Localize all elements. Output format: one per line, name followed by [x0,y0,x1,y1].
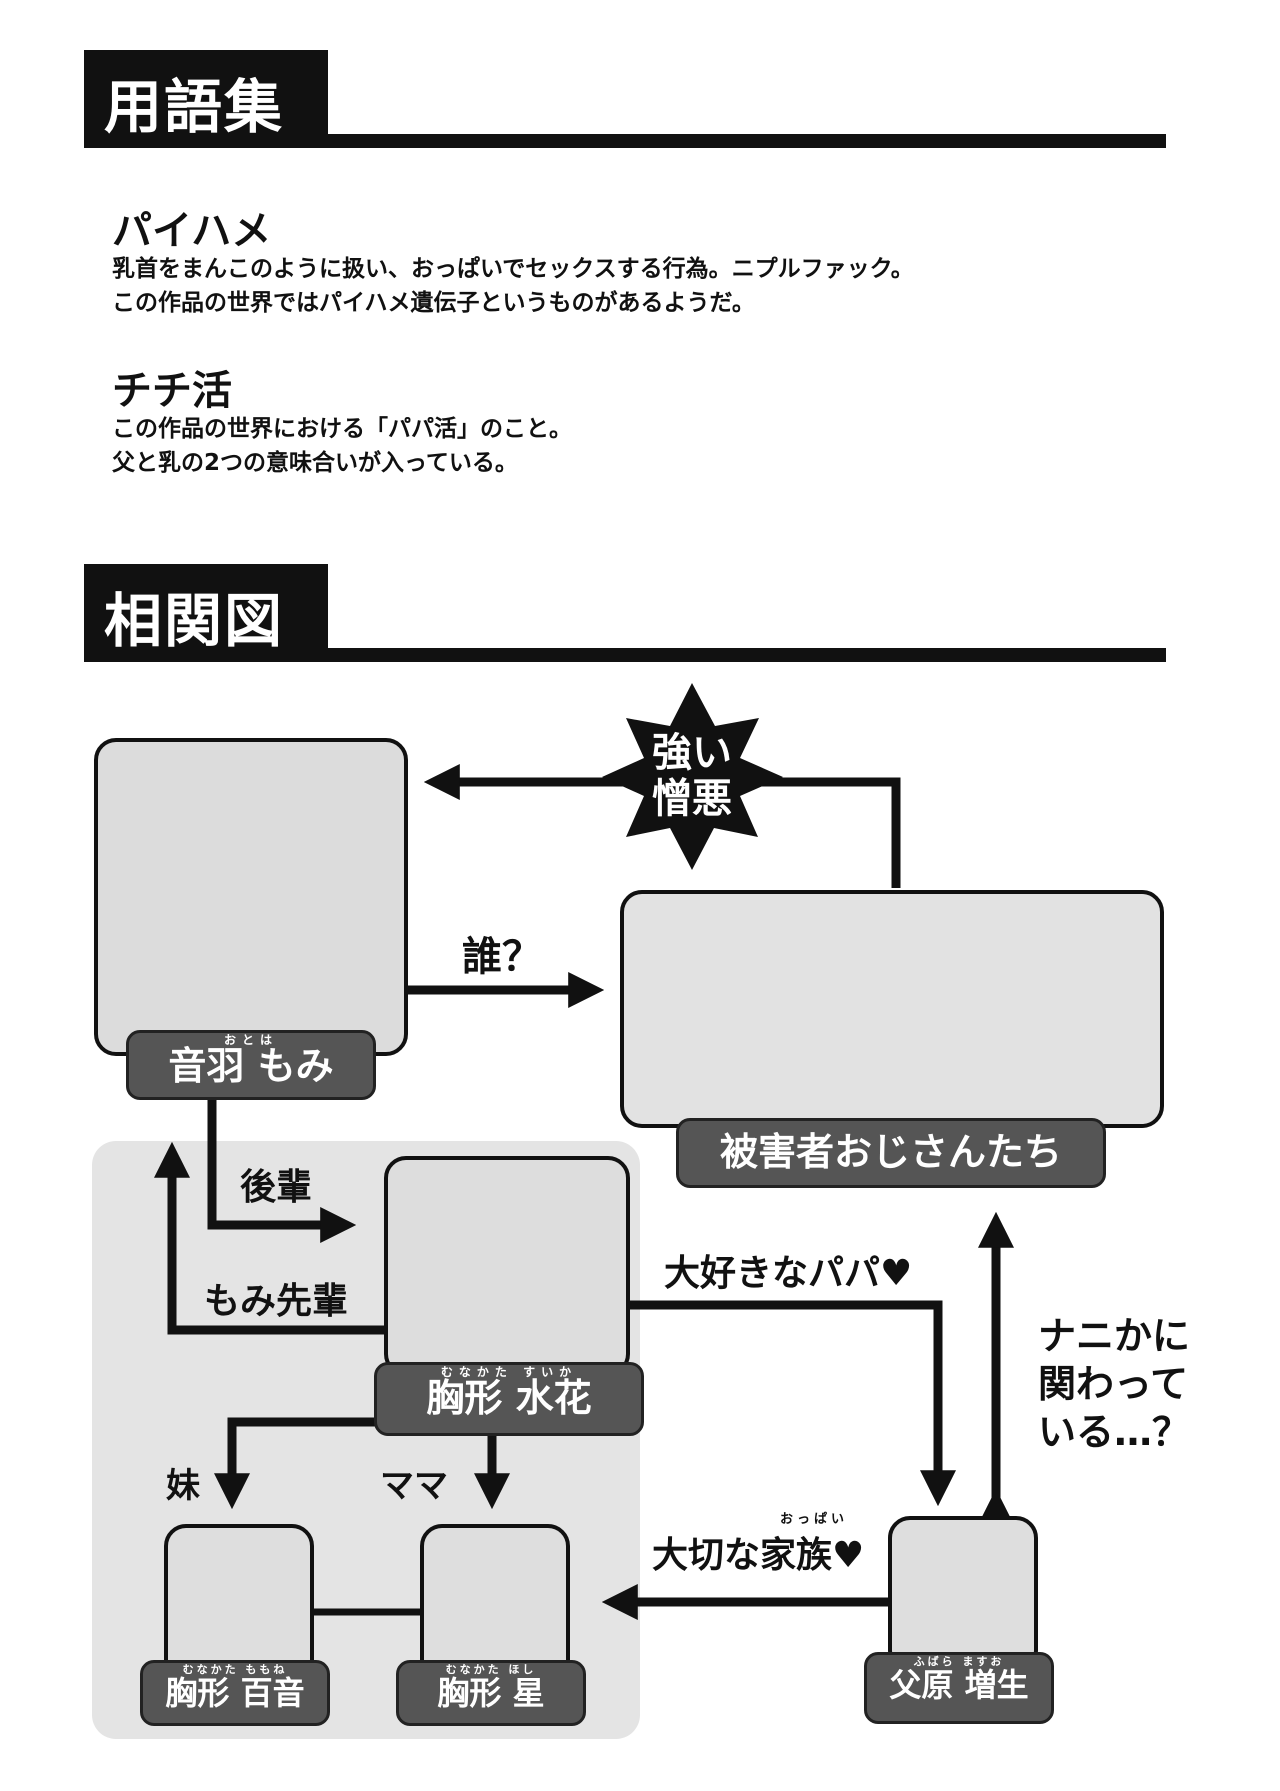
burst-line: 強い [652,730,732,776]
portrait-suika [384,1156,630,1376]
momi-ruby: おとは [223,1033,278,1047]
term-chichikatsu-desc: この作品の世界における「パパ活」のこと。 父と乳の2つの意味合いが入っている。 [112,412,572,480]
glossary-title-box: 用語集 [84,50,328,148]
portrait-hoshi [420,1524,570,1682]
chart-rule [84,648,1166,662]
suika-ruby: むなかた すいか [440,1365,578,1379]
label-momone: むなかた ももね 胸形 百音 [140,1660,330,1726]
desc-line: 父と乳の2つの意味合いが入っている。 [112,450,518,476]
portrait-ojisans [620,890,1164,1128]
chichihara-name: 父原 増生 [889,1666,1029,1704]
hoshi-ruby: むなかた ほし [445,1663,537,1676]
rel-senpai: もみ先輩 [204,1281,349,1322]
chichihara-ruby: ふばら ますお [913,1655,1005,1668]
rel-mama: ママ [380,1466,448,1506]
burst-text: 強い 憎悪 [640,730,744,822]
chart-title-box: 相関図 [84,564,328,662]
label-chichihara: ふばら ますお 父原 増生 [864,1652,1054,1724]
arrow-papa [622,1300,956,1507]
nanika-line: 関わって [1038,1362,1189,1406]
portrait-chichihara [888,1516,1038,1672]
rel-imouto: 妹 [166,1466,200,1506]
rel-kazoku-ruby: おっぱい [780,1512,849,1527]
desc-line: この作品の世界ではパイハメ遺伝子というものがあるようだ。 [112,290,755,316]
term-chichikatsu: チチ活 [112,368,232,414]
rel-kazoku: 大切な家族♥ [652,1535,865,1576]
burst-line: 憎悪 [652,776,732,822]
rel-papa: 大好きなパパ♥ [664,1253,913,1294]
arrow-senpai [154,1141,388,1335]
nanika-line: いる…？ [1038,1410,1191,1454]
momi-name: 音羽 もみ [168,1044,334,1088]
glossary-rule [84,134,1166,148]
rel-kouhai: 後輩 [240,1167,313,1208]
arrow-hatred [423,764,901,888]
suika-name: 胸形 水花 [426,1376,592,1420]
term-paihame-desc: 乳首をまんこのように扱い、おっぱいでセックスする行為。ニプルファック。 この作品… [112,252,914,320]
ojisans-name: 被害者おじさんたち [719,1130,1062,1174]
rel-nanika: ナニかに 関わって いる…？ [1038,1312,1190,1456]
rel-who: 誰？ [462,934,542,980]
momone-name: 胸形 百音 [165,1674,305,1712]
hoshi-name: 胸形 星 [437,1674,545,1712]
glossary-title: 用語集 [104,73,285,141]
term-paihame: パイハメ [112,208,272,254]
glossary-header: 用語集 [84,50,1166,148]
nanika-line: ナニかに [1038,1314,1191,1358]
label-hoshi: むなかた ほし 胸形 星 [396,1660,586,1726]
desc-line: この作品の世界における「パパ活」のこと。 [112,416,572,442]
label-suika: むなかた すいか 胸形 水花 [374,1362,644,1436]
arrow-kouhai [207,1090,357,1243]
label-momi: おとは 音羽 もみ [126,1030,376,1100]
chart-header: 相関図 [84,564,1166,662]
portrait-momone [164,1524,314,1682]
desc-line: 乳首をまんこのように扱い、おっぱいでセックスする行為。ニプルファック。 [112,256,914,282]
burst-shape [602,683,783,870]
label-ojisans: 被害者おじさんたち [676,1118,1106,1188]
chart-title: 相関図 [104,587,285,655]
momone-ruby: むなかた ももね [182,1663,288,1676]
portrait-momi [94,738,408,1056]
